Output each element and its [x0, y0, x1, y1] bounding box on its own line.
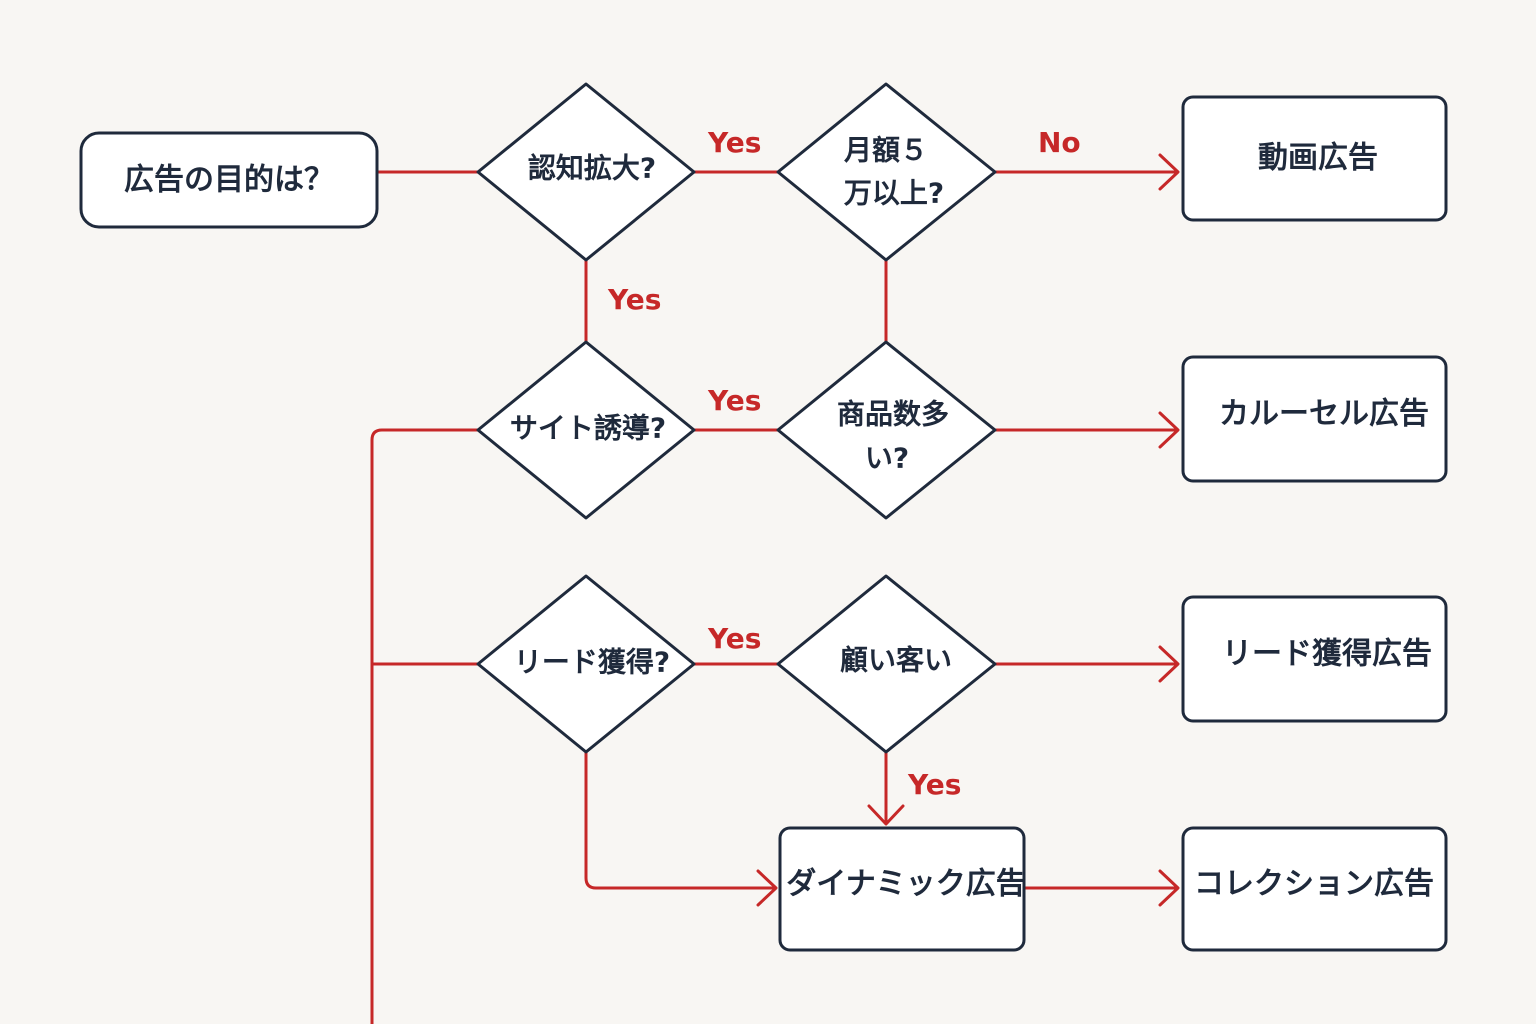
label-awareness-budget: Yes — [707, 126, 761, 159]
node-dynamic-ad: ダイナミック広告 — [778, 826, 1026, 952]
arrow-dynamic-collection — [1158, 869, 1180, 907]
node-collection-ad-label: コレクション広告 — [1194, 867, 1434, 902]
label-site-products: Yes — [707, 384, 761, 417]
edges — [370, 153, 1180, 1024]
node-lead-ad-label: リード獲得広告 — [1222, 637, 1432, 672]
node-start-label: 広告の目的は？ — [124, 163, 334, 198]
node-carousel-ad: カルーセル広告 — [1181, 355, 1448, 483]
decision-site: サイト誘導? — [476, 340, 696, 520]
label-retarget-dynamic: Yes — [907, 768, 961, 801]
decision-budget: 月額５ 万以上? — [776, 82, 997, 262]
edge-site-trunk — [370, 428, 478, 1024]
decision-retarget: 顧い客い — [776, 574, 997, 754]
node-video-ad: 動画広告 — [1181, 95, 1448, 222]
decision-budget-label-line1: 月額５ — [843, 134, 928, 167]
decision-retarget-label: 顧い客い — [840, 644, 952, 677]
node-dynamic-ad-label: ダイナミック広告 — [786, 867, 1025, 902]
decision-awareness: 認知拡大? — [476, 82, 696, 262]
node-carousel-ad-label: カルーセル広告 — [1219, 397, 1429, 432]
arrow-retarget-leadad — [1158, 645, 1180, 683]
decision-lead: リード獲得? — [476, 574, 696, 754]
decision-awareness-label: 認知拡大? — [528, 152, 656, 185]
decision-products: 商品数多 い? — [776, 340, 997, 520]
node-collection-ad: コレクション広告 — [1181, 826, 1448, 952]
arrow-lead-dynamic — [756, 869, 778, 907]
node-start: 広告の目的は？ — [79, 131, 379, 229]
edge-lead-dynamic — [584, 752, 774, 890]
decision-budget-label-line2: 万以上? — [844, 177, 944, 210]
arrow-retarget-dynamic — [867, 804, 905, 826]
label-awareness-site: Yes — [607, 283, 661, 316]
label-budget-video: No — [1038, 126, 1081, 159]
label-lead-retarget: Yes — [707, 622, 761, 655]
decision-lead-label: リード獲得? — [514, 646, 670, 679]
decision-products-label-line2: い? — [865, 442, 909, 475]
node-lead-ad: リード獲得広告 — [1181, 595, 1448, 723]
node-video-ad-label: 動画広告 — [1258, 141, 1378, 176]
decision-site-label: サイト誘導? — [510, 412, 666, 445]
decision-products-label-line1: 商品数多 — [837, 398, 949, 431]
arrow-budget-video — [1158, 153, 1180, 191]
arrow-products-carousel — [1158, 411, 1180, 449]
edge-labels: Yes No Yes Yes Yes Yes — [607, 126, 1081, 801]
